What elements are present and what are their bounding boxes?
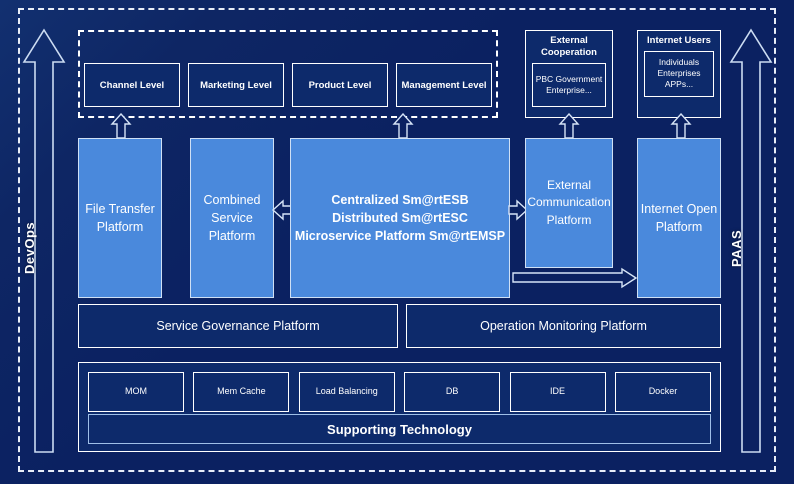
file-transfer-platform[interactable]: File Transfer Platform — [78, 138, 162, 298]
combined-service-platform-label: Combined Service Platform — [203, 192, 261, 244]
esb-line-1: Centralized Sm@rtESB — [331, 192, 469, 207]
tech-box-db[interactable]: DB — [404, 372, 501, 412]
esb-line-3: Microservice Platform Sm@rtEMSP — [294, 229, 506, 244]
tech-box-ide[interactable]: IDE — [509, 372, 606, 412]
internet-users-title: Internet Users — [647, 35, 711, 46]
outer-dashed-frame — [18, 8, 776, 472]
level-label-management: Management Level — [401, 79, 487, 91]
esb-platform-label: Centralized Sm@rtESB Distributed Sm@rtES… — [295, 191, 505, 245]
up-connector-arrow-2 — [392, 113, 414, 139]
supporting-technology-bar[interactable]: Supporting Technology — [88, 414, 711, 444]
combined-service-platform[interactable]: Combined Service Platform — [190, 138, 274, 298]
operation-monitoring-platform-label: Operation Monitoring Platform — [480, 319, 647, 333]
service-governance-platform-label: Service Governance Platform — [156, 319, 320, 333]
internet-open-platform-feed-arrow-icon — [512, 267, 638, 289]
operation-monitoring-platform[interactable]: Operation Monitoring Platform — [406, 304, 721, 348]
internet-open-platform[interactable]: Internet Open Platform — [637, 138, 721, 298]
esb-to-external-right-arrow-icon — [508, 199, 529, 221]
file-transfer-platform-label: File Transfer Platform — [85, 201, 155, 234]
external-cooperation-detail: PBC Government Enterprise... — [532, 62, 606, 107]
esb-to-combined-left-arrow-icon — [271, 199, 292, 221]
paas-arrow: PAAS — [729, 28, 773, 456]
external-cooperation-group[interactable]: External Cooperation PBC Government Ente… — [525, 30, 613, 118]
consumer-level-row: Channel Level Marketing Level Product Le… — [84, 63, 492, 107]
level-box-marketing[interactable]: Marketing Level — [188, 63, 284, 107]
paas-label: PAAS — [729, 229, 744, 267]
tech-label-mem-cache: Mem Cache — [217, 386, 266, 397]
level-label-marketing: Marketing Level — [200, 79, 272, 91]
internet-users-detail: Individuals Enterprises APPs... — [644, 50, 714, 97]
internet-users-group[interactable]: Internet Users Individuals Enterprises A… — [637, 30, 721, 118]
esb-line-2: Distributed Sm@rtESC — [332, 210, 468, 225]
tech-box-mom[interactable]: MOM — [88, 372, 184, 412]
up-connector-arrow-3 — [558, 113, 580, 139]
tech-label-ide: IDE — [550, 386, 566, 397]
up-connector-arrow-4 — [670, 113, 692, 139]
level-box-product[interactable]: Product Level — [292, 63, 388, 107]
supporting-technology-label: Supporting Technology — [327, 421, 472, 437]
tech-box-docker[interactable]: Docker — [614, 372, 711, 412]
external-communication-platform-label: External Communication Platform — [527, 177, 611, 227]
external-communication-platform[interactable]: External Communication Platform — [525, 138, 613, 268]
tech-label-mom: MOM — [125, 386, 147, 397]
tech-label-docker: Docker — [648, 386, 678, 397]
tech-box-load-balancing[interactable]: Load Balancing — [298, 372, 395, 412]
devops-arrow: DevOps — [22, 28, 66, 456]
level-label-product: Product Level — [308, 79, 372, 91]
devops-label: DevOps — [22, 221, 37, 275]
internet-open-platform-label: Internet Open Platform — [640, 201, 718, 234]
tech-box-mem-cache[interactable]: Mem Cache — [193, 372, 290, 412]
level-box-channel[interactable]: Channel Level — [84, 63, 180, 107]
service-governance-platform[interactable]: Service Governance Platform — [78, 304, 398, 348]
tech-label-db: DB — [445, 386, 459, 397]
level-label-channel: Channel Level — [99, 79, 165, 91]
level-box-management[interactable]: Management Level — [396, 63, 492, 107]
supporting-technology-row: MOM Mem Cache Load Balancing DB IDE Dock… — [88, 372, 711, 412]
consumer-level-group — [78, 30, 498, 118]
esb-esc-emsp-platform[interactable]: Centralized Sm@rtESB Distributed Sm@rtES… — [290, 138, 510, 298]
external-cooperation-title: External Cooperation — [541, 35, 597, 58]
tech-label-load-balancing: Load Balancing — [315, 386, 378, 397]
up-connector-arrow-1 — [110, 113, 132, 139]
